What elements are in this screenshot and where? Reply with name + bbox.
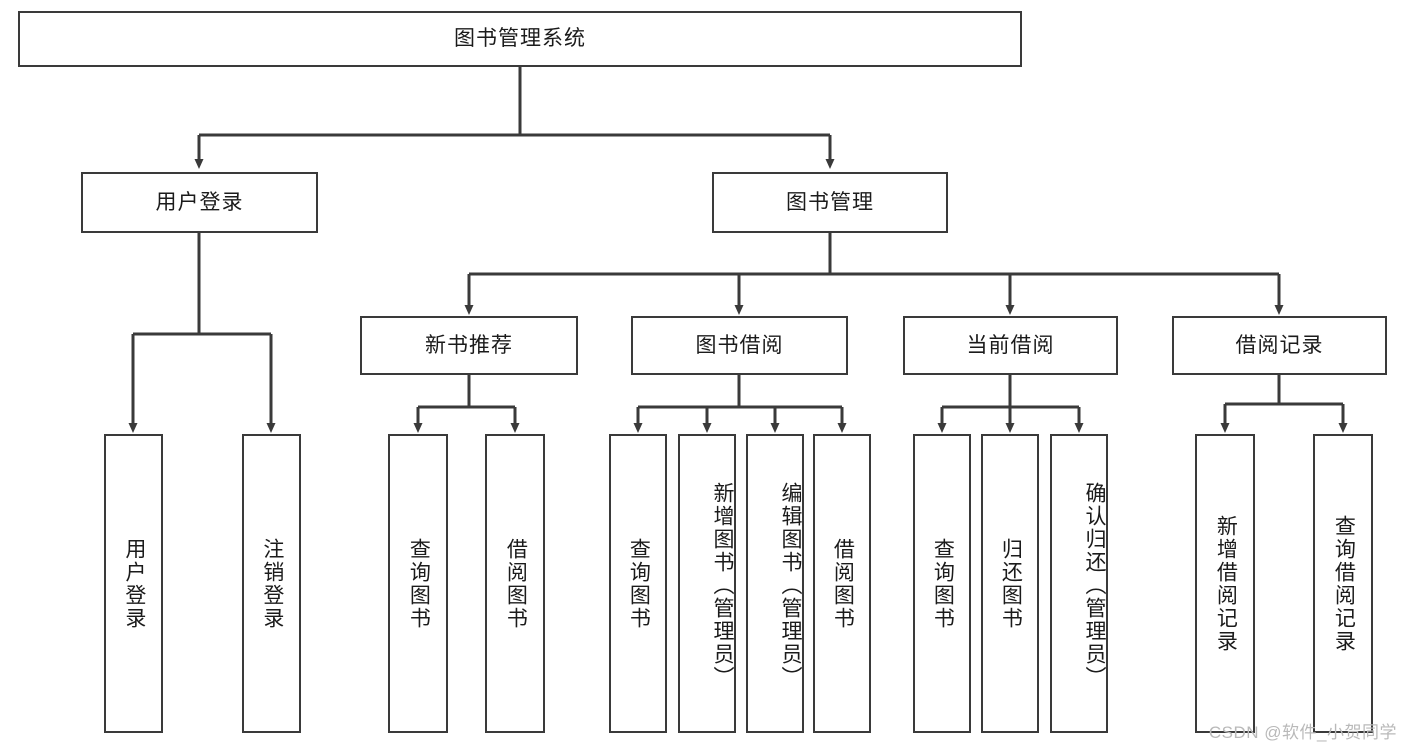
leaf-borrow-book-recommend[interactable]: 借阅图书 <box>485 434 545 733</box>
leaf-add-borrow-record[interactable]: 新增借阅记录 <box>1195 434 1255 733</box>
leaf-query-book-borrow[interactable]: 查询图书 <box>609 434 667 733</box>
node-current-borrow[interactable]: 当前借阅 <box>903 316 1118 375</box>
leaf-logout-login[interactable]: 注销登录 <box>242 434 301 733</box>
node-new-book-recommend[interactable]: 新书推荐 <box>360 316 578 375</box>
leaf-query-borrow-record[interactable]: 查询借阅记录 <box>1313 434 1373 733</box>
leaf-borrow-book[interactable]: 借阅图书 <box>813 434 871 733</box>
node-user-login[interactable]: 用户登录 <box>81 172 318 233</box>
leaf-return-book[interactable]: 归还图书 <box>981 434 1039 733</box>
watermark-text: CSDN @软件_小贺同学 <box>1208 723 1397 742</box>
node-book-borrow[interactable]: 图书借阅 <box>631 316 848 375</box>
leaf-add-book-admin[interactable]: 新增图书（管理员） <box>678 434 736 733</box>
node-book-management[interactable]: 图书管理 <box>712 172 948 233</box>
node-borrow-record[interactable]: 借阅记录 <box>1172 316 1387 375</box>
leaf-query-book-current[interactable]: 查询图书 <box>913 434 971 733</box>
node-root-system[interactable]: 图书管理系统 <box>18 11 1022 67</box>
leaf-user-login[interactable]: 用户登录 <box>104 434 163 733</box>
leaf-confirm-return-admin[interactable]: 确认归还（管理员） <box>1050 434 1108 733</box>
leaf-edit-book-admin[interactable]: 编辑图书（管理员） <box>746 434 804 733</box>
leaf-query-book-recommend[interactable]: 查询图书 <box>388 434 448 733</box>
